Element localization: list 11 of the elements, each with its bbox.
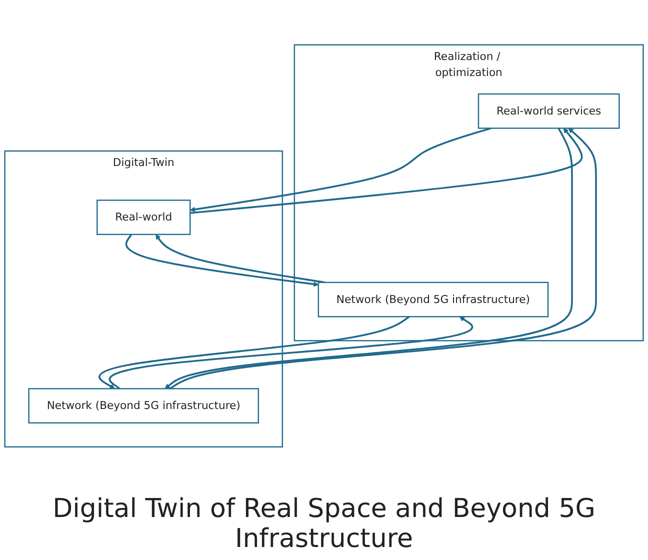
arrow [190, 128, 492, 212]
arrow [156, 234, 326, 284]
node-box: Real-world [96, 200, 191, 236]
caption: Digital Twin of Real Space and Beyond 5G Infrastructure [52, 494, 596, 554]
arrow [125, 234, 319, 287]
arrow [190, 128, 583, 214]
node-box: Network (Beyond 5G infrastructure) [318, 282, 549, 318]
arrow [98, 316, 410, 390]
arrow [109, 316, 473, 390]
node-box: Network (Beyond 5G infrastructure) [28, 388, 259, 424]
node-box: Real-world services [478, 94, 620, 129]
